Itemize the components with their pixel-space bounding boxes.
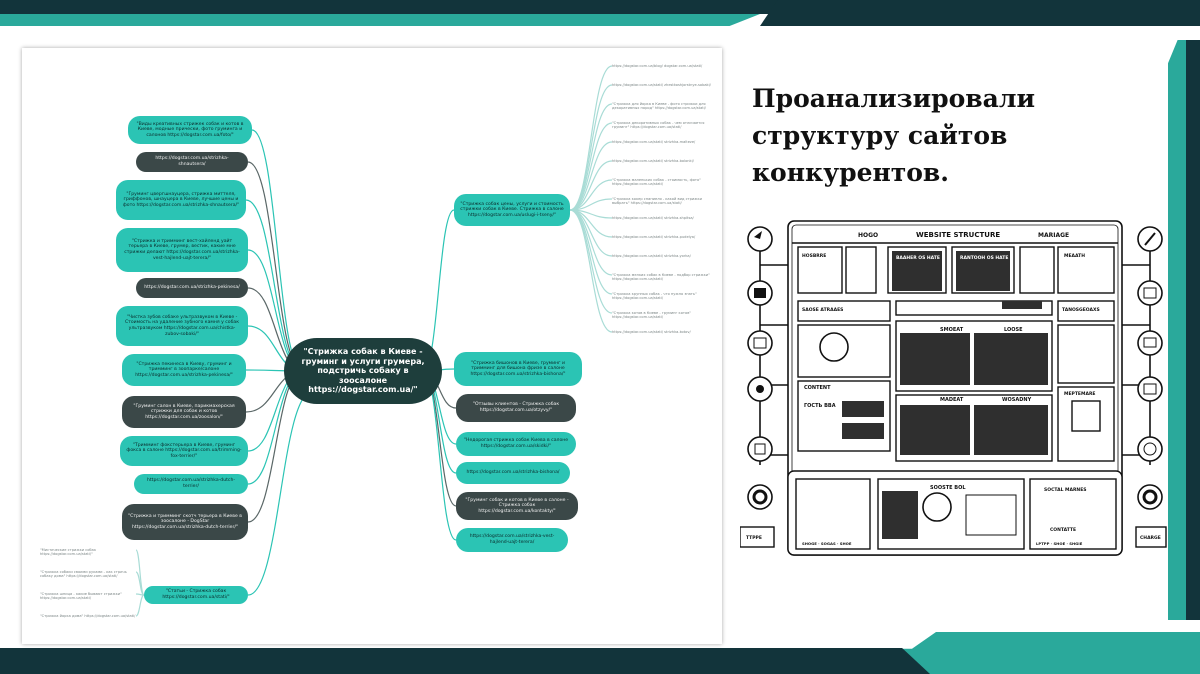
mindmap-left-small-item: "Стрижка йорка дома" https://dogstar.com… xyxy=(40,614,136,618)
wf-bottom-left-button: TTPPE xyxy=(746,535,762,541)
mindmap-right-small-item: https://dogstar.com.ua/stati/ strizhka-s… xyxy=(612,216,694,220)
bird-icon xyxy=(754,231,762,239)
wf-footer-links: SHOGE · SOGAS · SHOE xyxy=(802,541,852,546)
mindmap-right-small-item: "Стрижка крупных собак - что нужно знать… xyxy=(612,292,697,301)
wf-bottom-right-button: CHARGE xyxy=(1140,535,1161,541)
gear-icon xyxy=(752,489,768,505)
globe-icon xyxy=(1143,442,1157,456)
top-band-dark-right xyxy=(760,0,1200,26)
card-icon xyxy=(754,288,766,298)
pen-icon xyxy=(1144,232,1156,246)
wf-bottom-right: SOCTAL MARNES xyxy=(1044,487,1087,493)
wf-middle-label: LOOSE xyxy=(1004,327,1023,333)
mindmap-connector xyxy=(569,209,613,276)
compass-icon xyxy=(819,332,849,362)
mindmap-connector xyxy=(569,84,613,211)
mindmap-left-node: https://dogstar.com.ua/strizhka-pekinesa… xyxy=(136,278,248,298)
mindmap-left-small-item: "Мистические стрижки собак https://dogst… xyxy=(40,548,96,557)
bottom-band-dark xyxy=(0,648,930,674)
mindmap-left-node: "Стрижка пекинеса в Киеву, груминг и три… xyxy=(122,354,246,386)
mindmap-connector xyxy=(569,209,613,257)
mindmap-right-small-item: https://dogstar.com.ua/stati/ strizhka-p… xyxy=(612,235,696,239)
image-icon xyxy=(753,337,767,349)
mindmap-right-small-item: https://dogstar.com.ua/stati/ zhestkoshj… xyxy=(612,83,711,87)
mindmap-right-small-item: "Стрижка маленьких собак - стоимость, фо… xyxy=(612,178,701,187)
slide-title: Проанализировали структуру сайтов конкур… xyxy=(752,80,1112,191)
mindmap-right-small-item: https://dogstar.com.ua/stati/ strizhka-k… xyxy=(612,330,691,334)
mindmap-right-small-item: https://dogstar.com.ua/blog/ dogstar.com… xyxy=(612,64,703,68)
mindmap-left-small-item: "Стрижка собаки своими руками - как стри… xyxy=(40,570,127,579)
mindmap-right-small-item: "Стрижка кокер спаниеля - какой вид стри… xyxy=(612,197,702,206)
wf-right-label: MEPTEMARE xyxy=(1064,391,1096,397)
mindmap-right-small-item: https://dogstar.com.ua/stati/ strizhka-b… xyxy=(612,159,694,163)
wf-nav-tab: HOSBRRE xyxy=(802,253,826,259)
mindmap-right-node: "Груминг собак и котов в Киеве в салоне … xyxy=(456,492,578,520)
mindmap-left-small-item: "Стрижка шпица - какие бывают стрижки" h… xyxy=(40,592,122,601)
wf-content-sub: ГОСТЬ ВВА xyxy=(804,403,836,409)
wf-nav-tab: BAAHER OS HATE xyxy=(896,255,940,261)
wf-middle2-label: MADEAT xyxy=(940,397,964,403)
mindmap-left-node: "Тримминг фокстерьера в Киеве, груминг ф… xyxy=(120,436,248,466)
mindmap-left-node: "Виды креативных стрижек собак и котов в… xyxy=(128,116,252,144)
tool-icon xyxy=(1143,383,1157,395)
mindmap-connector xyxy=(135,594,145,617)
mail-icon xyxy=(1143,337,1157,348)
wf-middle-label: SMOEAT xyxy=(940,327,964,333)
mindmap-left-node: "Груминг салон в Киеве, парикмахерская с… xyxy=(122,396,246,428)
website-structure-illustration: HOGO WEBSITE STRUCTURE MARIAGE HOSBRRE B… xyxy=(740,220,1167,556)
hand-icon xyxy=(754,443,766,455)
wf-footer-links: LPTPP · SHOE · SHGIE xyxy=(1036,541,1083,546)
mindmap-image: "Стрижка собак в Киеве - груминг и услуг… xyxy=(22,48,722,644)
mindmap-right-node: https://dogstar.com.ua/strizhka-vest-haj… xyxy=(456,528,568,552)
mindmap-right-node: https://dogstar.com.ua/strizhka-bishona/ xyxy=(456,462,570,484)
mindmap-right-small-item: "Стрижка мелких собак в Киеве - подбор с… xyxy=(612,273,710,282)
mindmap-left-node: "Чистка зубов собаке ультразвуком в Киев… xyxy=(116,306,248,346)
wf-header-left: HOGO xyxy=(858,232,878,239)
mindmap-connector xyxy=(569,103,613,211)
mindmap-right-node: "Стрижка бишонов в Киеве, груминг и трим… xyxy=(454,352,582,386)
mindmap-connector xyxy=(135,571,145,596)
person-icon xyxy=(1071,400,1101,432)
pin-icon xyxy=(756,385,764,393)
mindmap-connector xyxy=(247,161,304,372)
wf-row2-label: SAOSE ATRAAES xyxy=(802,307,843,313)
mindmap-right-small-item: "Стрижка котов в Киеве - груминг котов" … xyxy=(612,311,691,320)
wf-middle2-label: WOSADNY xyxy=(1002,397,1032,403)
wf-header-center: WEBSITE STRUCTURE xyxy=(916,231,1000,239)
wf-nav-tab: RANTOOH OS HATE xyxy=(960,255,1008,261)
mindmap-right-small-item: "Стрижка декоративных собак - чем отлича… xyxy=(612,121,705,130)
mindmap-left-node: "Стрижка и тримминг вест-хайленд уайт те… xyxy=(116,228,248,272)
mindmap-right-small-item: https://dogstar.com.ua/stati/ strizhka-y… xyxy=(612,254,691,258)
gear-icon xyxy=(1142,489,1158,505)
mindmap-left-node: "Стрижка и тримминг скотч терьера в Киев… xyxy=(122,504,248,540)
mindmap-center-node: "Стрижка собак в Киеве - груминг и услуг… xyxy=(284,338,442,404)
mindmap-connector xyxy=(569,65,613,211)
mindmap-left-node: https://dogstar.com.ua/strizhka-shnautse… xyxy=(136,152,248,172)
slide-title-line: конкурентов. xyxy=(752,158,950,187)
mindmap-right-node: "Недорогая стрижка собак Киева в салоне … xyxy=(456,432,576,456)
mindmap-connector xyxy=(569,122,613,211)
mindmap-connector xyxy=(569,209,613,333)
right-band-dark xyxy=(1186,40,1200,620)
doc-icon xyxy=(1143,287,1157,299)
wf-bottom-center: SOOSTE BOL xyxy=(930,485,966,491)
wf-nav-tab: MEAATH xyxy=(1064,253,1085,259)
mindmap-connector xyxy=(569,141,613,211)
mindmap-right-small-item: https://dogstar.com.ua/stati/ strizhka-m… xyxy=(612,140,696,144)
mindmap-connector xyxy=(569,209,613,314)
mindmap-bottom-node: "Статьи - Стрижка собак https://dogstar.… xyxy=(144,586,248,604)
mindmap-left-node: "Груминг цвергшнауцера, стрижка миттеля,… xyxy=(116,180,246,220)
mindmap-left-node: https://dogstar.com.ua/strizhka-dutch-te… xyxy=(134,474,248,494)
slide-title-line: Проанализировали xyxy=(752,84,1036,113)
mindmap-right-node: "Отзывы клиентов - Стрижка собак https:/… xyxy=(456,394,576,422)
mindmap-right-small-item: "Стрижка для йорка в Киеве - фото стрижк… xyxy=(612,102,706,111)
wf-row2-label: TANOSGEOAXS xyxy=(1062,307,1100,313)
mindmap-right-node: "Стрижка собак цены, услуги и стоимость … xyxy=(454,194,570,226)
side-circle-icons xyxy=(747,226,1163,510)
top-band-teal xyxy=(0,14,760,26)
wf-content-label: CONTENT xyxy=(804,385,831,391)
wf-header-right: MARIAGE xyxy=(1038,232,1069,239)
slide-title-line: структуру сайтов xyxy=(752,121,1008,150)
wf-bottom-right2: CONTATTE xyxy=(1050,527,1076,533)
